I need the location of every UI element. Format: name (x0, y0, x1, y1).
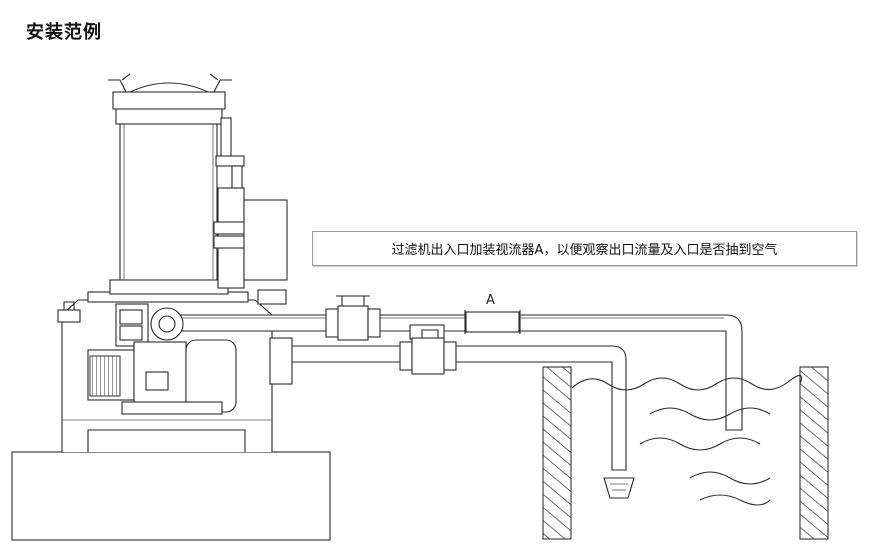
sight-glass-label-a: A (486, 293, 495, 308)
control-box (243, 199, 288, 281)
callout-note: 过滤机出入口加装视流器A，以便观察出口流量及入口是否抽到空气 (312, 231, 857, 266)
diagram-title: 安装范例 (26, 22, 102, 43)
tank-wall-right (799, 366, 829, 540)
drain-valve (57, 301, 81, 323)
vent-pipe (213, 117, 249, 289)
water-surface (571, 374, 803, 506)
base-platform (11, 451, 331, 541)
pump-head (115, 303, 184, 347)
pump-motor (87, 339, 237, 415)
filter-housing (108, 73, 232, 295)
inlet-pipe (269, 329, 635, 499)
outlet-pipe (159, 295, 743, 431)
tank-wall-left (542, 366, 572, 540)
